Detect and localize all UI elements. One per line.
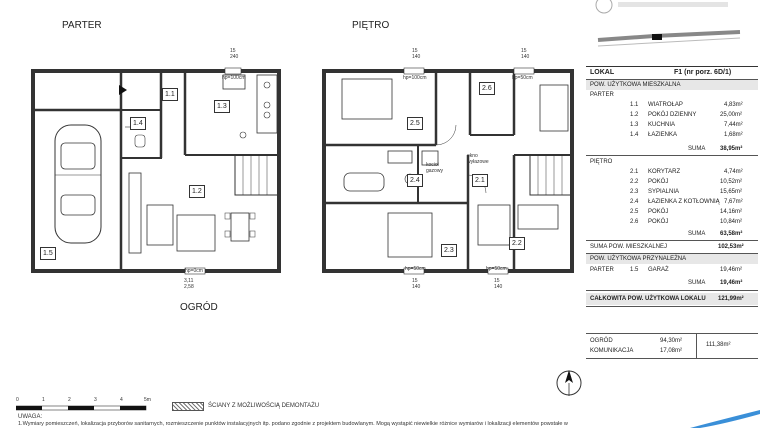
pietro-sum-label: SUMA <box>688 231 706 237</box>
note-boiler: kocioł gazowy <box>426 162 443 174</box>
footer-text: 1.Wymiary pomieszczeń, lokalizacja przyb… <box>18 421 568 427</box>
hp-upper-top-left: hp=100cm <box>403 75 427 81</box>
sill-upper-bottom-right: 15 140 <box>494 278 503 290</box>
hp-ground-top: hp=100cm <box>222 75 246 81</box>
parter-label: PARTER <box>590 92 614 98</box>
hp-upper-bottom-left: hp=50cm <box>405 266 426 272</box>
total-living-label: SUMA POW. MIESZKALNEJ <box>590 244 668 250</box>
comm-area-label: KOMUNIKACJA <box>590 348 634 354</box>
key-plan-icon <box>597 30 741 47</box>
room-label-2-3: 2.3 <box>441 244 457 257</box>
aux-floor: PARTER <box>590 267 614 273</box>
compass-icon <box>556 370 582 396</box>
ground-floor-title: PARTER <box>62 20 102 31</box>
parter-sum: 38,95m² <box>720 146 743 152</box>
hp-ground-bottom: hp=0cm <box>185 268 203 274</box>
room-label-1-2: 1.2 <box>189 185 205 198</box>
room-label-1-4: 1.4 <box>130 117 146 130</box>
footer-heading: UWAGA: <box>18 414 43 420</box>
aux-header: POW. UŻYTKOWA PRZYNALEŻNA <box>590 256 687 262</box>
ground-floor-plan <box>31 67 281 275</box>
room-label-2-1: 2.1 <box>472 174 488 187</box>
external-total: 111,38m² <box>706 342 731 348</box>
aux-no: 1.5 <box>630 267 639 273</box>
hp-upper-top-right: hp=50cm <box>512 75 533 81</box>
hp-upper-bottom-right: hp=50cm <box>486 266 507 272</box>
sill-upper-top-left: 15 140 <box>412 48 421 60</box>
parter-sum-label: SUMA <box>688 146 706 152</box>
sill-upper-bottom-left: 15 140 <box>412 278 421 290</box>
aux-area: 19,46m² <box>720 267 743 273</box>
total: 121,99m² <box>718 296 744 302</box>
pietro-sum: 63,58m² <box>720 231 743 237</box>
room-label-2-4: 2.4 <box>407 174 423 187</box>
pietro-label: PIĘTRO <box>590 159 613 165</box>
comm-area: 17,08m² <box>660 348 683 354</box>
room-label-1-5: 1.5 <box>40 247 56 260</box>
legend-swatch <box>172 402 204 411</box>
room-label-2-2: 2.2 <box>509 237 525 250</box>
scale-bar <box>16 405 147 411</box>
room-label-2-5: 2.5 <box>407 117 423 130</box>
room-label-1-3: 1.3 <box>214 100 230 113</box>
lokal-label: LOKAL <box>590 69 615 76</box>
total-living: 102,53m² <box>718 244 744 250</box>
legend-text: ŚCIANY Z MOŻLIWOŚCIĄ DEMONTAŻU <box>208 403 320 409</box>
brand-swoosh-icon <box>690 410 760 428</box>
garden-label: OGRÓD <box>180 302 218 313</box>
upper-floor-plan <box>322 67 574 275</box>
note-window: okno wyłazowe <box>467 153 489 165</box>
area-table: LOKAL F1 (nr porz. 6D/1) POW. UŻYTKOWA M… <box>586 66 758 366</box>
aux-sum-label: SUMA <box>688 280 706 286</box>
aux-name: GARAŻ <box>648 267 669 273</box>
usable-header: POW. UŻYTKOWA MIESZKALNA <box>590 82 681 88</box>
total-label: CAŁKOWITA POW. UŻYTKOWA LOKALU <box>590 296 706 302</box>
lokal-id: F1 (nr porz. 6D/1) <box>674 69 732 76</box>
sill-ground-bottom: 3,11 2,58 <box>184 278 194 290</box>
garden-area-label: OGRÓD <box>590 338 613 344</box>
aux-sum: 19,46m² <box>720 280 743 286</box>
upper-floor-title: PIĘTRO <box>352 20 390 31</box>
sill-upper-top-right: 15 140 <box>521 48 530 60</box>
company-logo-icon <box>595 0 728 14</box>
garden-area: 94,30m² <box>660 338 683 344</box>
room-label-1-1: 1.1 <box>162 88 178 101</box>
room-label-2-6: 2.6 <box>479 82 495 95</box>
sill-ground-top: 15 240 <box>230 48 239 60</box>
